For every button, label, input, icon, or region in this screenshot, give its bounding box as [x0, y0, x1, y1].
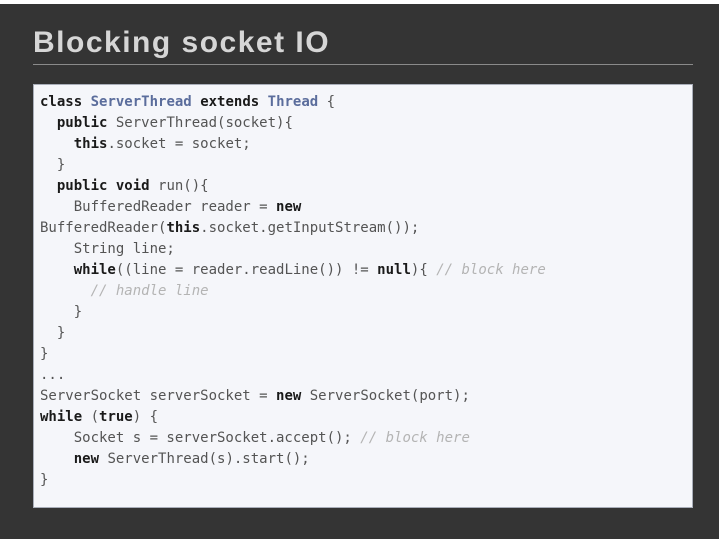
- code-classname: Thread: [267, 94, 319, 110]
- code-text: [107, 178, 115, 194]
- code-line: this.socket = socket;: [40, 134, 684, 155]
- code-text: }: [40, 346, 49, 362]
- code-text: run(){: [149, 178, 209, 194]
- code-keyword: null: [377, 262, 411, 278]
- code-text: }: [40, 157, 66, 173]
- code-text: Socket s = serverSocket.accept();: [40, 430, 361, 446]
- code-line: Socket s = serverSocket.accept(); // blo…: [40, 428, 684, 449]
- code-keyword: while: [40, 409, 83, 425]
- code-text: [259, 94, 267, 110]
- code-line: BufferedReader(this.socket.getInputStrea…: [40, 218, 684, 239]
- code-text: }: [40, 472, 49, 488]
- code-text: ) {: [132, 409, 159, 425]
- code-text: ServerThread(s).start();: [99, 451, 310, 467]
- code-line: while (true) {: [40, 407, 684, 428]
- code-comment: // block here: [360, 430, 470, 446]
- code-text: }: [40, 325, 66, 341]
- code-classname: ServerThread: [90, 94, 192, 110]
- code-text: ServerSocket(port);: [301, 388, 470, 404]
- code-text: BufferedReader(: [40, 220, 167, 236]
- code-text: }: [40, 304, 83, 320]
- code-keyword: void: [115, 178, 150, 194]
- code-text: ServerThread(socket){: [107, 115, 293, 131]
- slide-background: Blocking socket IO class ServerThread ex…: [0, 4, 719, 539]
- code-comment: // handle line: [90, 283, 209, 299]
- code-line: while((line = reader.readLine()) != null…: [40, 260, 684, 281]
- code-keyword: extends: [200, 94, 260, 110]
- code-keyword: this: [73, 136, 108, 152]
- code-keyword: this: [166, 220, 201, 236]
- code-line: // handle line: [40, 281, 684, 302]
- code-text: [40, 451, 74, 467]
- code-text: ServerSocket serverSocket =: [40, 388, 277, 404]
- code-text: [40, 136, 74, 152]
- code-text: (: [82, 409, 100, 425]
- code-text: .socket.getInputStream());: [200, 220, 420, 236]
- code-text: ...: [40, 367, 66, 383]
- code-line: }: [40, 470, 684, 491]
- code-line: }: [40, 323, 684, 344]
- code-keyword: true: [99, 409, 133, 425]
- code-line: new ServerThread(s).start();: [40, 449, 684, 470]
- title-underline: [33, 64, 693, 65]
- code-line: }: [40, 302, 684, 323]
- code-text: [192, 94, 200, 110]
- code-text: BufferedReader reader =: [40, 199, 277, 215]
- code-line: String line;: [40, 239, 684, 260]
- code-text: ((line = reader.readLine()) !=: [115, 262, 378, 278]
- code-line: }: [40, 344, 684, 365]
- code-keyword: public: [56, 178, 108, 194]
- code-keyword: new: [73, 451, 100, 467]
- code-text: [82, 94, 90, 110]
- code-keyword: new: [276, 388, 302, 404]
- code-text: [40, 178, 57, 194]
- code-line: class ServerThread extends Thread {: [40, 92, 684, 113]
- code-text: {: [318, 94, 336, 110]
- code-keyword: class: [40, 94, 83, 110]
- code-line: ...: [40, 365, 684, 386]
- code-text: .socket = socket;: [107, 136, 251, 152]
- code-block: class ServerThread extends Thread { publ…: [33, 84, 693, 508]
- code-line: public ServerThread(socket){: [40, 113, 684, 134]
- code-keyword: public: [56, 115, 108, 131]
- code-keyword: while: [73, 262, 116, 278]
- code-text: [40, 262, 74, 278]
- code-line: ServerSocket serverSocket = new ServerSo…: [40, 386, 684, 407]
- code-text: [40, 283, 91, 299]
- code-line: public void run(){: [40, 176, 684, 197]
- slide-title: Blocking socket IO: [33, 26, 331, 59]
- code-comment: // block here: [436, 262, 546, 278]
- code-text: String line;: [40, 241, 175, 257]
- code-text: ){: [410, 262, 437, 278]
- code-keyword: new: [276, 199, 302, 215]
- code-line: BufferedReader reader = new: [40, 197, 684, 218]
- code-line: }: [40, 155, 684, 176]
- code-text: [40, 115, 57, 131]
